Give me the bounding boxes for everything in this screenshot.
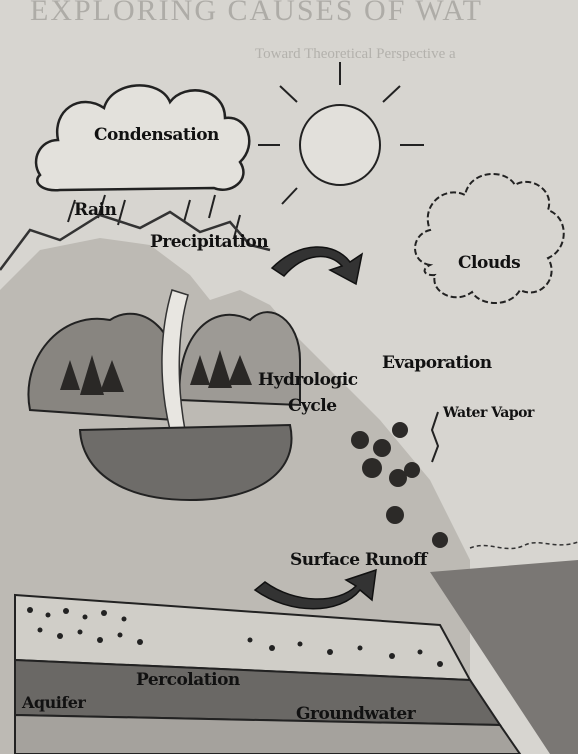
label-clouds: Clouds [458,253,520,273]
label-surface-runoff: Surface Runoff [290,550,427,570]
sun-icon [258,62,424,204]
shoreline-waves [470,542,578,549]
label-groundwater: Groundwater [296,704,415,724]
water-vapor-arrow-icon [432,412,438,462]
label-water-vapor: Water Vapor [443,405,534,421]
label-percolation: Percolation [136,670,240,690]
label-precipitation: Precipitation [150,232,268,252]
label-hydrologic: Hydrologic [258,370,358,390]
label-condensation: Condensation [94,125,219,145]
clouds-cloud [415,174,564,303]
label-rain: Rain [74,200,116,220]
label-aquifer: Aquifer [22,693,85,712]
label-evaporation: Evaporation [382,353,492,373]
evaporation-arrow-icon [272,247,362,284]
label-cycle: Cycle [288,396,337,416]
